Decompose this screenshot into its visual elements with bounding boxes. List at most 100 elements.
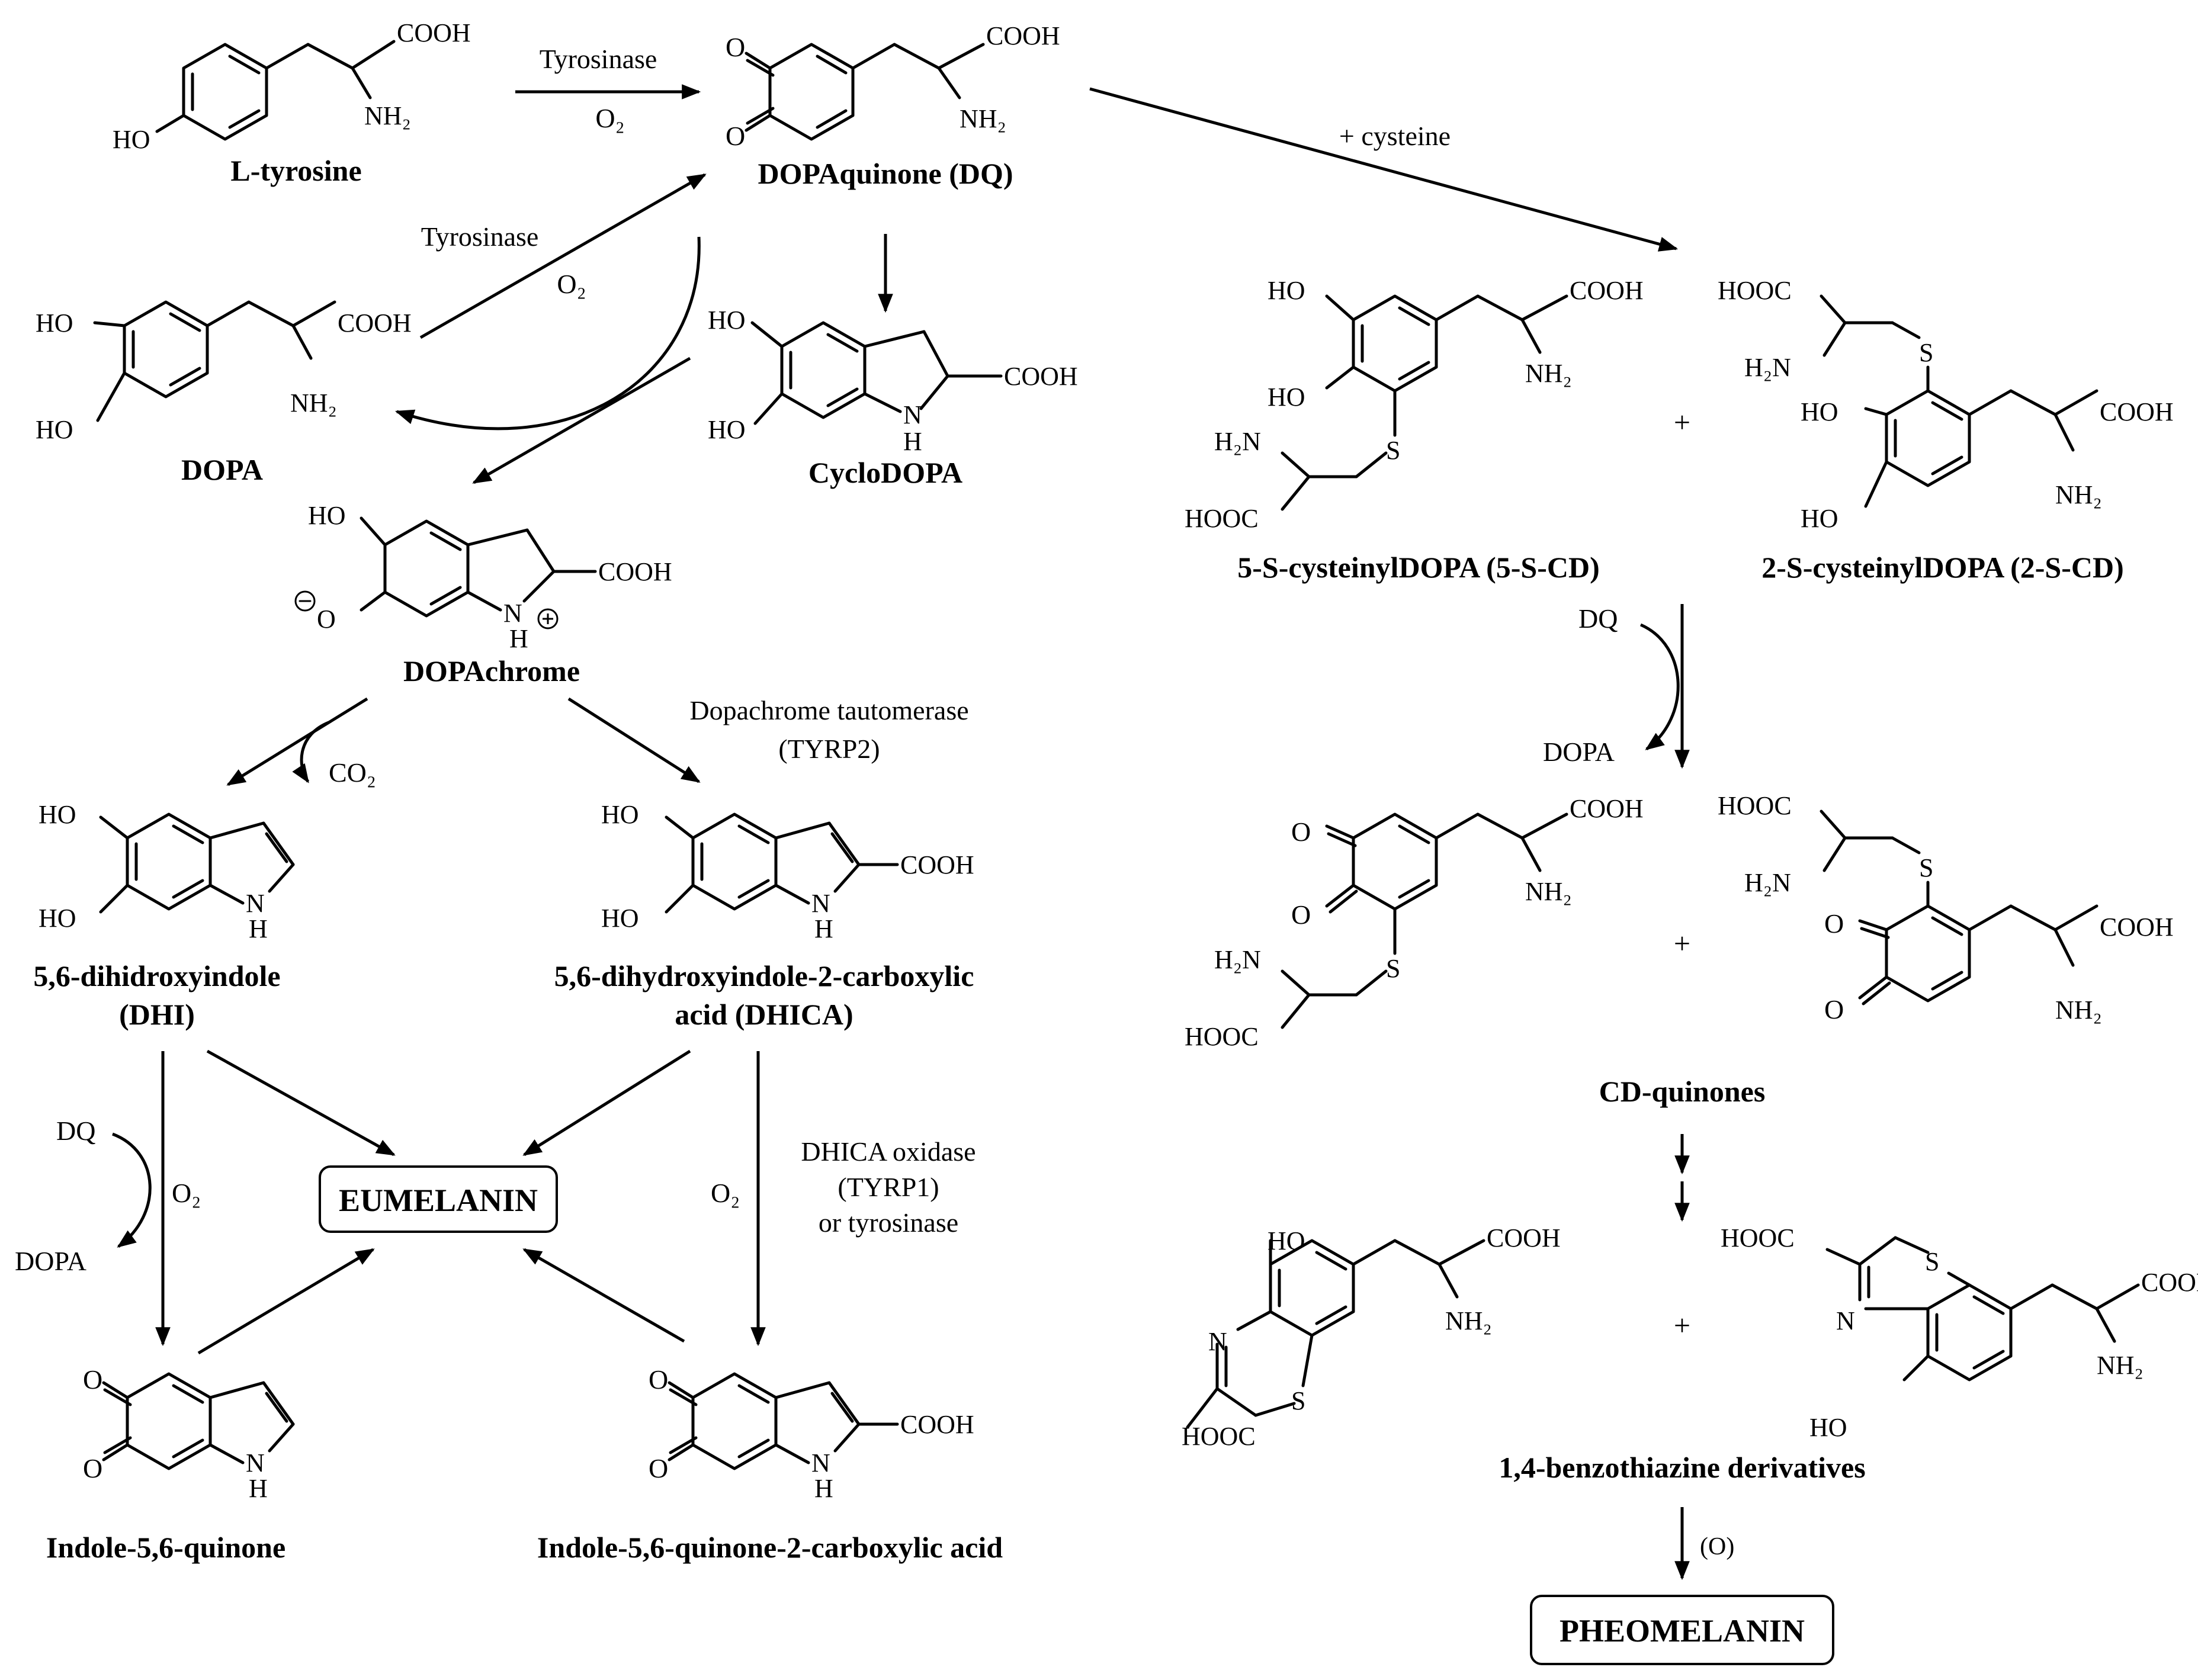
iqa-cooh: COOH [900,1410,974,1439]
cdq-o4: O [1824,994,1844,1024]
cdq-left-structure: O O COOH NH₂ S H₂N HOOC [1185,794,1644,1051]
dopachrome-o: O [317,605,336,634]
tyrosine-cooh: COOH [397,18,471,47]
cysteine-arrow [1089,87,1679,252]
o2-label-1: O₂ [595,103,624,133]
cd5-structure: HO HO COOH NH₂ S H₂N HOOC [1185,276,1644,533]
l-tyrosine-label: L-tyrosine [230,154,361,187]
dhi-to-eumelanin-arrow [206,1049,396,1157]
o2-label-2: O₂ [557,269,586,299]
cd5-nh2: NH₂ [1525,359,1572,388]
dhi-h: H [249,914,268,943]
dhica-n: N [811,889,830,918]
dhica-oxidase-label: DHICA oxidase [801,1136,976,1167]
dhi-structure: HO HO N H [38,800,295,943]
dopa-label-left: DOPA [15,1246,86,1276]
dq-to-dopa-curve [394,236,701,431]
dhi-n: N [246,889,265,918]
cd2-structure: HOOC H₂N S HO HO COOH NH₂ [1718,276,2174,533]
iq-o1: O [83,1364,102,1395]
minus-charge-icon [294,590,316,612]
btz-cooh2: COOH [2141,1268,2198,1297]
tautomerase-label: Dopachrome tautomerase [689,695,968,725]
o2-label-4: O₂ [711,1178,740,1208]
cyclodopa-h: H [903,427,922,456]
dopaquinone-nh2: NH₂ [960,104,1006,133]
dopaquinone-o1: O [726,32,745,62]
cdq-o1: O [1291,817,1311,847]
btz-ho2: HO [1809,1413,1847,1442]
tyrosine-ho: HO [113,125,150,154]
cdq-o3: O [1824,908,1844,939]
dhica-ho1: HO [601,800,639,829]
indole-quinone-acid-structure: O O COOH N H [649,1364,974,1503]
dopaquinone-structure: O O COOH NH₂ [726,21,1060,151]
cd2-nh2: NH₂ [2055,480,2102,509]
cyclodopa-ho1: HO [708,306,746,335]
oxidation-label: (O) [1700,1533,1734,1560]
cd5-hooc: HOOC [1185,504,1259,533]
co2-label: CO₂ [329,757,376,788]
to-dhi-arrow [226,697,368,786]
cyclodopa-structure: HO HO COOH N H [708,306,1078,456]
eumelanin-label: EUMELANIN [339,1183,538,1218]
dopa-to-dq-arrow [419,173,707,339]
cd2-hooc: HOOC [1718,276,1792,305]
dopachrome-structure: HO O COOH N H [294,501,672,653]
iq-h: H [249,1474,268,1503]
l-tyrosine-structure: COOH NH₂ HO [113,18,471,154]
dopachrome-ho: HO [308,501,346,530]
btz-s: S [1291,1386,1305,1415]
tyrosinase-label-2: Tyrosinase [421,221,539,252]
cdq-s2: S [1919,853,1933,882]
dopachrome-label: DOPAchrome [403,654,580,688]
tyrosine-nh2: NH₂ [364,101,411,130]
tyrosinase-label-1: Tyrosinase [540,44,657,74]
cd5-label: 5-S-cysteinylDOPA (5-S-CD) [1237,551,1600,584]
cd5-s: S [1386,436,1400,465]
cdq-s: S [1386,954,1400,983]
iq-o2: O [83,1453,102,1483]
btz-ho: HO [1268,1226,1305,1255]
iqa-o1: O [649,1364,668,1395]
cd2-ho2: HO [1801,504,1838,533]
to-dhica-arrow [567,697,701,783]
or-tyrosinase-label: or tyrosinase [819,1207,958,1238]
indole-quinone-label: Indole-5,6-quinone [46,1531,285,1564]
dhica-structure: HO HO COOH N H [601,800,974,943]
cd2-h2n: H₂N [1744,353,1791,382]
dopa-structure: HO HO COOH NH₂ [36,300,412,444]
cdq-nh2b: NH₂ [2055,995,2102,1024]
dopa-ho1: HO [36,309,73,338]
dq-label-right: DQ [1578,603,1618,634]
dhica-h: H [814,914,833,943]
dhi-ho2: HO [38,904,76,933]
cdq-hooc2: HOOC [1718,791,1792,820]
iqa-n: N [811,1448,830,1477]
cd5-cooh: COOH [1570,276,1644,305]
dq-to-dopa-curve-right [1639,623,1680,751]
cdq-label: CD-quinones [1599,1075,1766,1108]
tyrp1-label: (TYRP1) [838,1172,939,1202]
cd2-label: 2-S-cysteinylDOPA (2-S-CD) [1761,551,2124,584]
dopa-label-right: DOPA [1543,737,1615,767]
cyclodopa-n: N [903,400,922,429]
plus-sign-3: + [1674,1309,1690,1342]
cd2-cooh: COOH [2100,397,2174,426]
btz-hooc: HOOC [1182,1422,1256,1451]
plus-sign-2: + [1674,927,1690,960]
dhi-label-1: 5,6-dihidroxyindole [33,959,280,992]
cd5-ho2: HO [1268,383,1305,412]
btz-n: N [1208,1327,1227,1356]
eumelanin-box [319,1165,558,1233]
cd5-h2n: H₂N [1214,427,1261,456]
cdq-h2n: H₂N [1214,945,1261,974]
cdq-h2n2: H₂N [1744,868,1791,897]
cdq-hooc: HOOC [1185,1022,1259,1051]
indole-quinone-acid-label: Indole-5,6-quinone-2-carboxylic acid [537,1531,1003,1564]
dhica-label-2: acid (DHICA) [675,998,853,1031]
iqa-h: H [814,1474,833,1503]
dopaquinone-cooh: COOH [986,21,1060,50]
dhica-cooh: COOH [900,850,974,879]
